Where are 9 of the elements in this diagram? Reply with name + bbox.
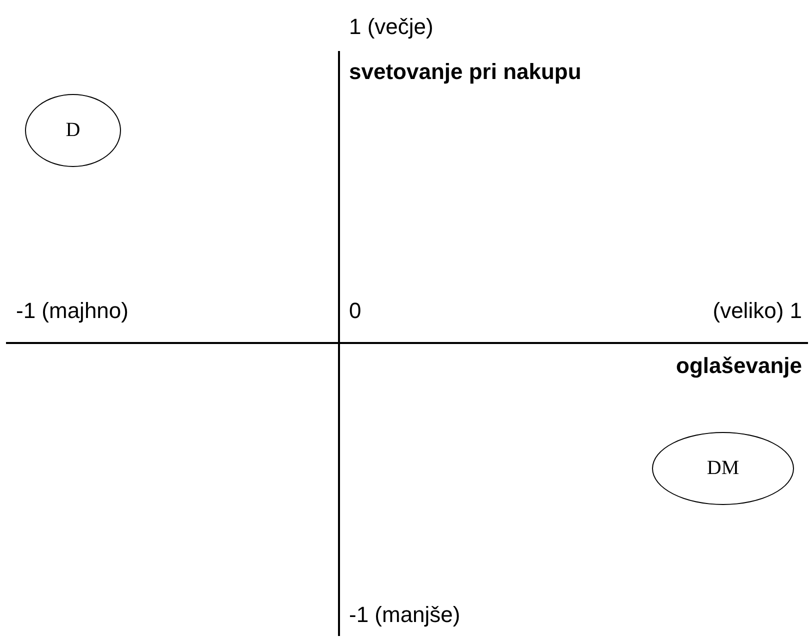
axis-title: svetovanje pri nakupu	[349, 59, 582, 85]
axis-label: 1 (večje)	[349, 14, 434, 40]
axis-title: oglaševanje	[676, 353, 802, 379]
axis-label: 0	[349, 298, 362, 324]
axis-label: -1 (manjše)	[349, 602, 460, 628]
axis-label: -1 (majhno)	[16, 298, 128, 324]
axis-label: (veliko) 1	[712, 298, 802, 324]
ellipse-node: D	[25, 94, 121, 167]
ellipse-node: DM	[652, 432, 794, 505]
